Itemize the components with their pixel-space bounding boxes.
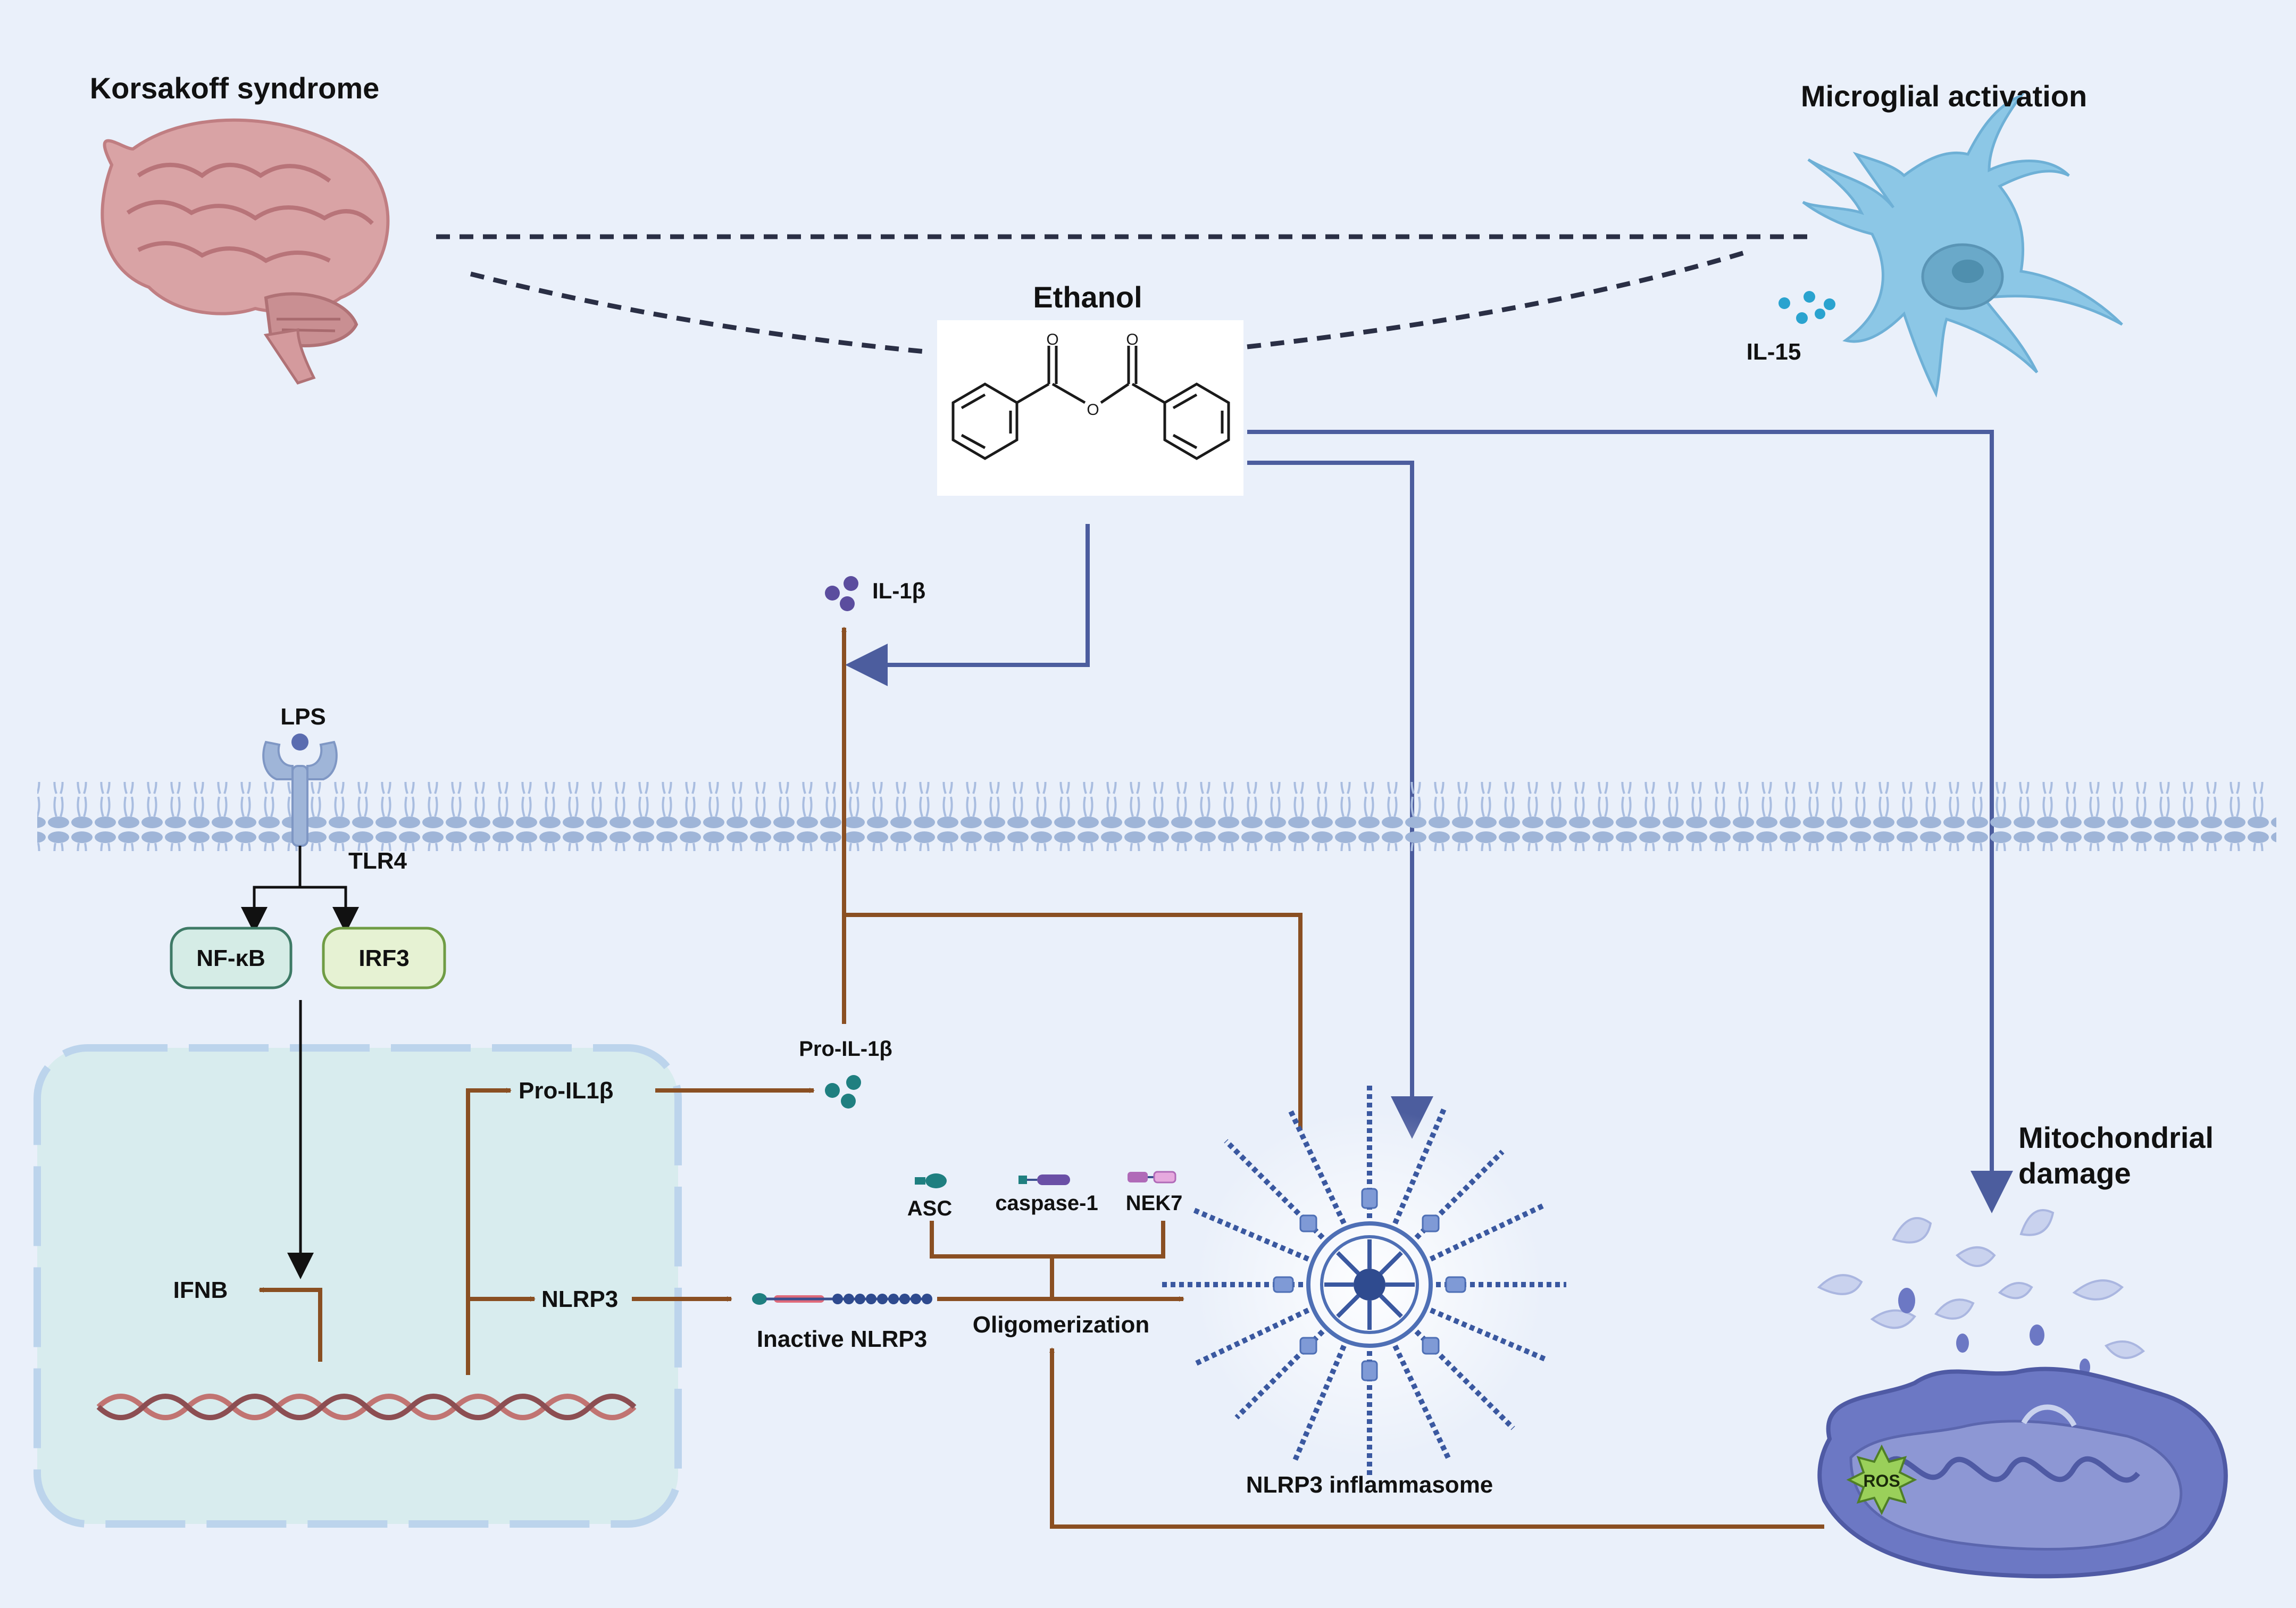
il15-label: IL-15 <box>1747 339 1801 365</box>
microglial-label: Microglial activation <box>1801 79 2087 113</box>
tlr4-receptor-icon <box>262 734 338 847</box>
ethanol-to-il1b-arrow <box>845 524 1090 686</box>
inactive-nlrp3-label: Inactive NLRP3 <box>757 1326 927 1352</box>
asc-label: ASC <box>907 1197 952 1220</box>
inactive-nlrp3-icon <box>752 1293 932 1305</box>
svg-text:O: O <box>1126 331 1138 348</box>
tlr4-label: TLR4 <box>348 848 407 874</box>
mitochondria-to-oligomerization-arrow <box>1049 1347 1824 1529</box>
asc-icon <box>915 1173 947 1188</box>
brain-icon <box>101 118 390 385</box>
lps-label: LPS <box>280 704 326 730</box>
dashed-link-brain-ethanol <box>470 271 931 355</box>
il1b-label: IL-1β <box>872 578 925 603</box>
inflammasome-icon <box>1162 1082 1566 1476</box>
ethanol-label: Ethanol <box>1033 280 1142 314</box>
nlrp3-label: NLRP3 <box>541 1286 618 1312</box>
pro-il1b-nucleus-label: Pro-IL1β <box>519 1078 613 1104</box>
component-bracket <box>930 1221 1165 1259</box>
nfkb-label: NF-κB <box>196 945 265 971</box>
korsakoff-label: Korsakoff syndrome <box>90 71 380 105</box>
ros-burst-icon: ROS <box>1846 1444 1917 1515</box>
ros-label: ROS <box>1863 1471 1900 1490</box>
gene-to-ifnb-arrow <box>258 1287 322 1362</box>
svg-text:O: O <box>1087 401 1099 419</box>
irf3-box <box>322 927 446 989</box>
nek7-label: NEK7 <box>1126 1192 1183 1215</box>
mito-label-line1: Mitochondrial <box>2018 1121 2214 1154</box>
tlr4-branch <box>241 846 302 934</box>
inflammasome-label: NLRP3 inflammasome <box>1246 1472 1493 1498</box>
molecule-structure-icon: O O O <box>937 320 1243 496</box>
mito-label-line2: damage <box>2018 1156 2131 1190</box>
inflammasome-to-il1b-link <box>844 913 1303 1130</box>
nek7-icon <box>1128 1171 1176 1184</box>
nfkb-box <box>170 927 293 989</box>
ifnb-label: IFNB <box>173 1277 228 1303</box>
ethanol-to-mitochondria-arrow <box>1247 430 2013 1213</box>
gene-to-pro-il1b-arrow <box>466 1088 512 1375</box>
caspase1-icon <box>1018 1174 1070 1185</box>
pro-il1b-label: Pro-IL-1β <box>799 1037 892 1061</box>
il15-dots <box>1779 291 1835 324</box>
nucleus <box>34 1044 682 1528</box>
microglia-cell-icon <box>1802 93 2123 398</box>
oligomerization-label: Oligomerization <box>973 1312 1149 1338</box>
mitochondria-icon <box>1817 1209 2228 1579</box>
svg-text:O: O <box>1046 331 1058 348</box>
irf3-label: IRF3 <box>358 945 409 971</box>
tlr4-branch-irf3 <box>300 886 359 934</box>
cell-membrane <box>37 782 2276 851</box>
caspase1-label: caspase-1 <box>995 1192 1098 1215</box>
il1b-dots <box>825 576 858 611</box>
dna-helix-icon <box>96 1394 637 1420</box>
ethanol-to-inflammasome-arrow <box>1247 461 1433 1139</box>
pro-il1b-dots <box>825 1075 861 1109</box>
